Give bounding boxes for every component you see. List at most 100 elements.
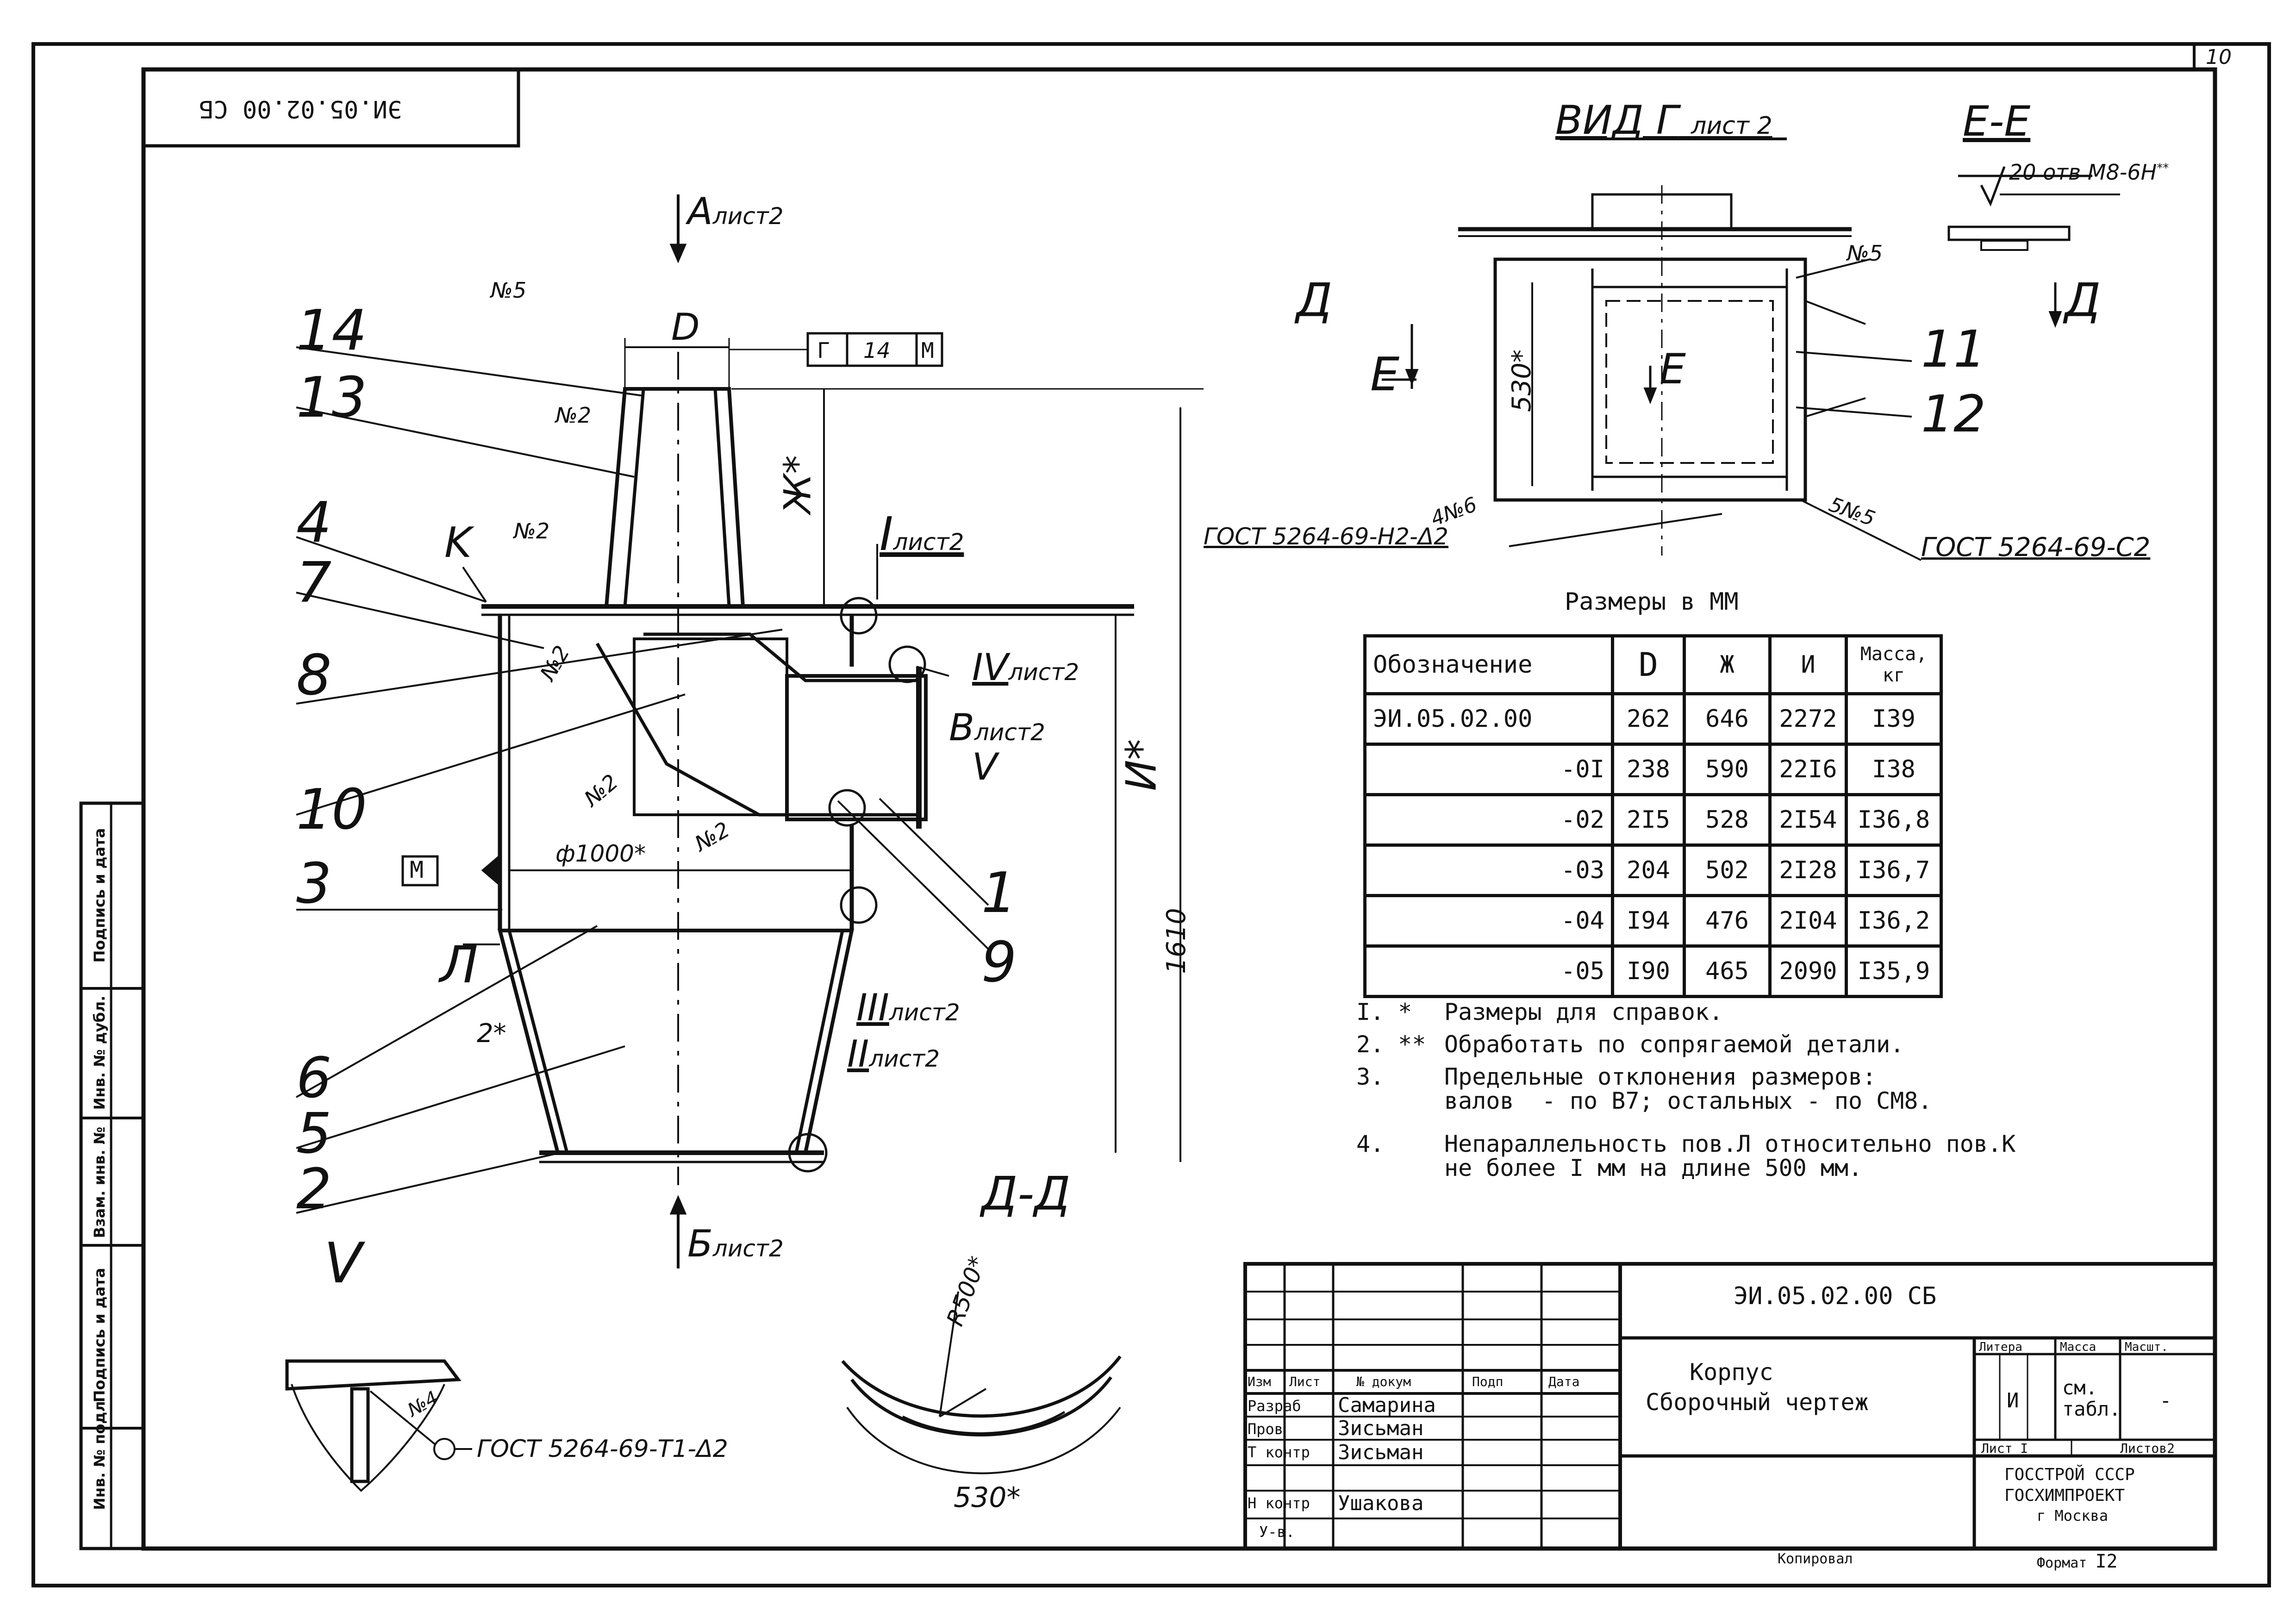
cut-d-label: Д <box>1296 273 1333 327</box>
item-14: 14 <box>296 299 367 363</box>
table-cell: 2I5 <box>1611 793 1686 847</box>
cut-e-label: Е <box>1370 347 1400 401</box>
table-header-row: Обозначение D Ж И Масса, кг <box>1363 634 1943 695</box>
note-text: Непараллельность пов.Л относительно пов.… <box>1444 1131 2016 1181</box>
role-prov: Пров <box>1248 1420 1284 1438</box>
table-cell: ЭИ.05.02.00 <box>1363 692 1614 746</box>
detail-i-label: Iлист2 <box>880 507 964 561</box>
litera-header: Литера <box>1979 1340 2022 1354</box>
detail-ii-label: IIлист2 <box>847 1032 940 1075</box>
cut-d2-label: Д <box>2065 273 2101 327</box>
item-10: 10 <box>296 778 367 842</box>
table-cell: 2090 <box>1768 944 1848 998</box>
org-line-3: г Москва <box>2037 1507 2109 1524</box>
table-cell: 2I54 <box>1768 793 1848 847</box>
surface-l-label: Л <box>440 935 478 994</box>
view-b-label: Блист2 <box>687 1222 784 1265</box>
note-text: Предельные отклонения размеров: валов - … <box>1444 1063 1932 1114</box>
table-row: -02 2I5 528 2I54 I36,8 <box>1363 793 1943 847</box>
table-cell: 528 <box>1683 793 1772 847</box>
table-cell: 502 <box>1683 843 1772 897</box>
col-izm: Изм <box>1248 1374 1271 1389</box>
table-cell: I38 <box>1845 743 1943 796</box>
cut-e2-label: Е <box>1660 345 1686 394</box>
table-cell: I94 <box>1611 894 1686 948</box>
item-8: 8 <box>296 643 332 708</box>
item-7: 7 <box>296 551 332 615</box>
view-v-label: Влист2 <box>949 706 1045 749</box>
table-cell: 646 <box>1683 692 1772 746</box>
section-dd-label: Д-Д <box>981 1167 1071 1221</box>
col-sign: Подп <box>1472 1374 1504 1389</box>
item-5: 5 <box>296 1102 332 1166</box>
item-11: 11 <box>1921 319 1986 379</box>
title-block-name: Корпус <box>1690 1359 1773 1386</box>
dim-530-arc: 530* <box>954 1481 1021 1514</box>
table-cell: I36,2 <box>1845 894 1943 948</box>
format-label: Формат I2 <box>2037 1551 2118 1572</box>
tol-frame-datum: М <box>921 338 934 363</box>
detail-iv-label: IVлист2 <box>972 646 1079 689</box>
col-date: Дата <box>1548 1374 1580 1389</box>
view-g-title: ВИД Г лист 2 <box>1555 97 1772 144</box>
table-row: -04 I94 476 2I04 I36,2 <box>1363 894 1943 948</box>
item-6: 6 <box>296 1046 332 1111</box>
page-number: 10 <box>2206 45 2232 69</box>
table-header: И <box>1768 634 1848 695</box>
role-razrab: Разраб <box>1248 1397 1301 1415</box>
table-cell: -0I <box>1363 743 1614 796</box>
role-tkontr: Т контр <box>1248 1443 1310 1461</box>
role-nkontr: Н контр <box>1248 1494 1310 1512</box>
table-cell: -04 <box>1363 894 1614 948</box>
name-nkontr: Ушакова <box>1338 1492 1424 1515</box>
sheet-label: Лист I <box>1981 1441 2028 1456</box>
table-cell: I90 <box>1611 944 1686 998</box>
table-row: -05 I90 465 2090 I35,9 <box>1363 944 1943 998</box>
table-cell: 2I28 <box>1768 843 1848 897</box>
table-cell: 465 <box>1683 944 1772 998</box>
weld-mark-n2b: №2 <box>514 518 550 543</box>
copied-label: Копировал <box>1778 1551 1853 1567</box>
datum-m-label: М <box>410 856 424 883</box>
org-line-1: ГОССТРОЙ СССР <box>2004 1465 2135 1484</box>
table-cell: -02 <box>1363 793 1614 847</box>
item-2: 2 <box>296 1157 332 1222</box>
table-cell: -05 <box>1363 944 1614 998</box>
dim-2: 2* <box>477 1018 506 1049</box>
table-cell: I36,8 <box>1845 793 1943 847</box>
table-header: D <box>1611 634 1686 695</box>
table-cell: I35,9 <box>1845 944 1943 998</box>
title-block-subname: Сборочный чертеж <box>1646 1389 1869 1416</box>
table-cell: 204 <box>1611 843 1686 897</box>
col-docnum: № докум <box>1356 1374 1411 1389</box>
table-row: -0I 238 590 22I6 I38 <box>1363 743 1943 796</box>
gost-right-g: ГОСТ 5264-69-С2 <box>1921 532 2151 562</box>
table-cell: 262 <box>1611 692 1686 746</box>
table-cell: 476 <box>1683 894 1772 948</box>
item-12: 12 <box>1921 384 1986 443</box>
gost-left-g: ГОСТ 5264-69-Н2-Δ2 <box>1204 523 1448 550</box>
table-cell: 2272 <box>1768 692 1848 746</box>
name-prov: Зисьман <box>1338 1417 1424 1440</box>
org-line-2: ГОСХИМПРОЕКТ <box>2004 1486 2125 1505</box>
section-ee-title: Е-Е <box>1963 97 2031 146</box>
detail-iii-label: IIIлист2 <box>856 986 960 1029</box>
col-list: Лист <box>1289 1374 1321 1389</box>
table-header: Обозначение <box>1363 634 1614 695</box>
table-header: Масса, кг <box>1845 634 1943 695</box>
name-razrab: Самарина <box>1338 1393 1436 1417</box>
gost-bottom: ГОСТ 5264-69-Т1-Δ2 <box>477 1435 728 1463</box>
sizes-table: Обозначение D Ж И Масса, кг ЭИ.05.02.00 … <box>1363 634 1943 998</box>
title-block-code: ЭИ.05.02.00 СБ <box>1734 1282 1937 1310</box>
view-a-label: Алист2 <box>687 190 784 233</box>
note-num: 3. <box>1356 1063 1385 1090</box>
note-text: Размеры для справок. <box>1444 999 1723 1025</box>
note-text: Обработать по сопрягаемой детали. <box>1444 1031 1904 1058</box>
weld-mark-n5: №5 <box>491 278 527 303</box>
mass-value: см. табл. <box>2062 1376 2121 1420</box>
